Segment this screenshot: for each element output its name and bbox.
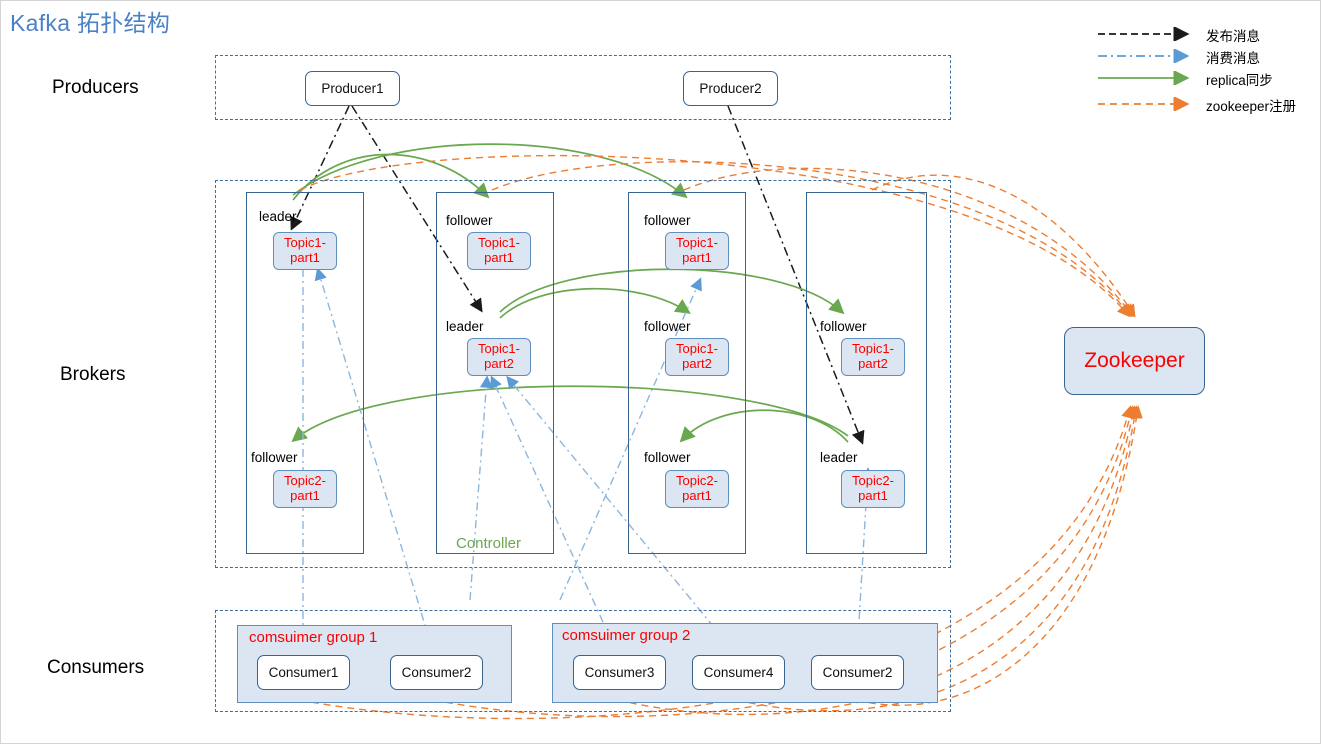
legend-line-consume-icon	[1098, 49, 1190, 63]
producer-node-2[interactable]: Producer2	[683, 71, 778, 106]
zookeeper-node[interactable]: Zookeeper	[1064, 327, 1205, 395]
broker-3-slot-1-partition[interactable]: Topic1- part1	[665, 232, 729, 270]
broker-2-slot-1-role: follower	[446, 213, 493, 228]
broker-box-1[interactable]	[246, 192, 364, 554]
consumer-node-3[interactable]: Consumer3	[573, 655, 666, 690]
legend-line-replica-icon	[1098, 71, 1190, 85]
zone-label-brokers: Brokers	[60, 364, 126, 385]
broker-3-slot-3-role: follower	[644, 450, 691, 465]
broker-4-slot-3-partition[interactable]: Topic2- part1	[841, 470, 905, 508]
broker-4-slot-2-role: follower	[820, 319, 867, 334]
consumer-group-2-title: comsuimer group 2	[562, 627, 691, 644]
consumer-node-5[interactable]: Consumer2	[811, 655, 904, 690]
broker-box-3[interactable]	[628, 192, 746, 554]
broker-3-slot-2-role: follower	[644, 319, 691, 334]
broker-3-slot-2-partition[interactable]: Topic1- part2	[665, 338, 729, 376]
consumer-node-1[interactable]: Consumer1	[257, 655, 350, 690]
brokers-zone	[215, 180, 951, 568]
broker-2-slot-1-partition[interactable]: Topic1- part1	[467, 232, 531, 270]
legend-label-consume: 消费消息	[1206, 51, 1260, 66]
producer-node-1[interactable]: Producer1	[305, 71, 400, 106]
broker-3-slot-1-role: follower	[644, 213, 691, 228]
producers-zone	[215, 55, 951, 120]
page-title: Kafka 拓扑结构	[10, 10, 171, 36]
broker-box-2[interactable]	[436, 192, 554, 554]
legend-label-publish: 发布消息	[1206, 29, 1260, 44]
broker-box-4[interactable]	[806, 192, 927, 554]
zone-label-producers: Producers	[52, 77, 139, 98]
legend: 发布消息 消费消息 replica同步	[1098, 27, 1313, 117]
broker-2-slot-2-partition[interactable]: Topic1- part2	[467, 338, 531, 376]
broker-2-slot-2-role: leader	[446, 319, 484, 334]
legend-line-publish-icon	[1098, 27, 1190, 41]
broker-1-slot-1-role: leader	[259, 209, 297, 224]
broker-1-slot-3-partition[interactable]: Topic2- part1	[273, 470, 337, 508]
broker-4-slot-3-role: leader	[820, 450, 858, 465]
legend-label-zookeeper: zookeeper注册	[1206, 99, 1297, 114]
legend-label-replica: replica同步	[1206, 73, 1273, 88]
controller-label: Controller	[456, 535, 522, 552]
consumer-node-2[interactable]: Consumer2	[390, 655, 483, 690]
broker-4-slot-2-partition[interactable]: Topic1- part2	[841, 338, 905, 376]
consumer-node-4[interactable]: Consumer4	[692, 655, 785, 690]
broker-1-slot-1-partition[interactable]: Topic1- part1	[273, 232, 337, 270]
broker-1-slot-3-role: follower	[251, 450, 298, 465]
consumers-zone	[215, 610, 951, 712]
consumer-group-1-title: comsuimer group 1	[249, 629, 378, 646]
zone-label-consumers: Consumers	[47, 657, 145, 678]
broker-3-slot-3-partition[interactable]: Topic2- part1	[665, 470, 729, 508]
legend-line-zookeeper-icon	[1098, 97, 1190, 111]
